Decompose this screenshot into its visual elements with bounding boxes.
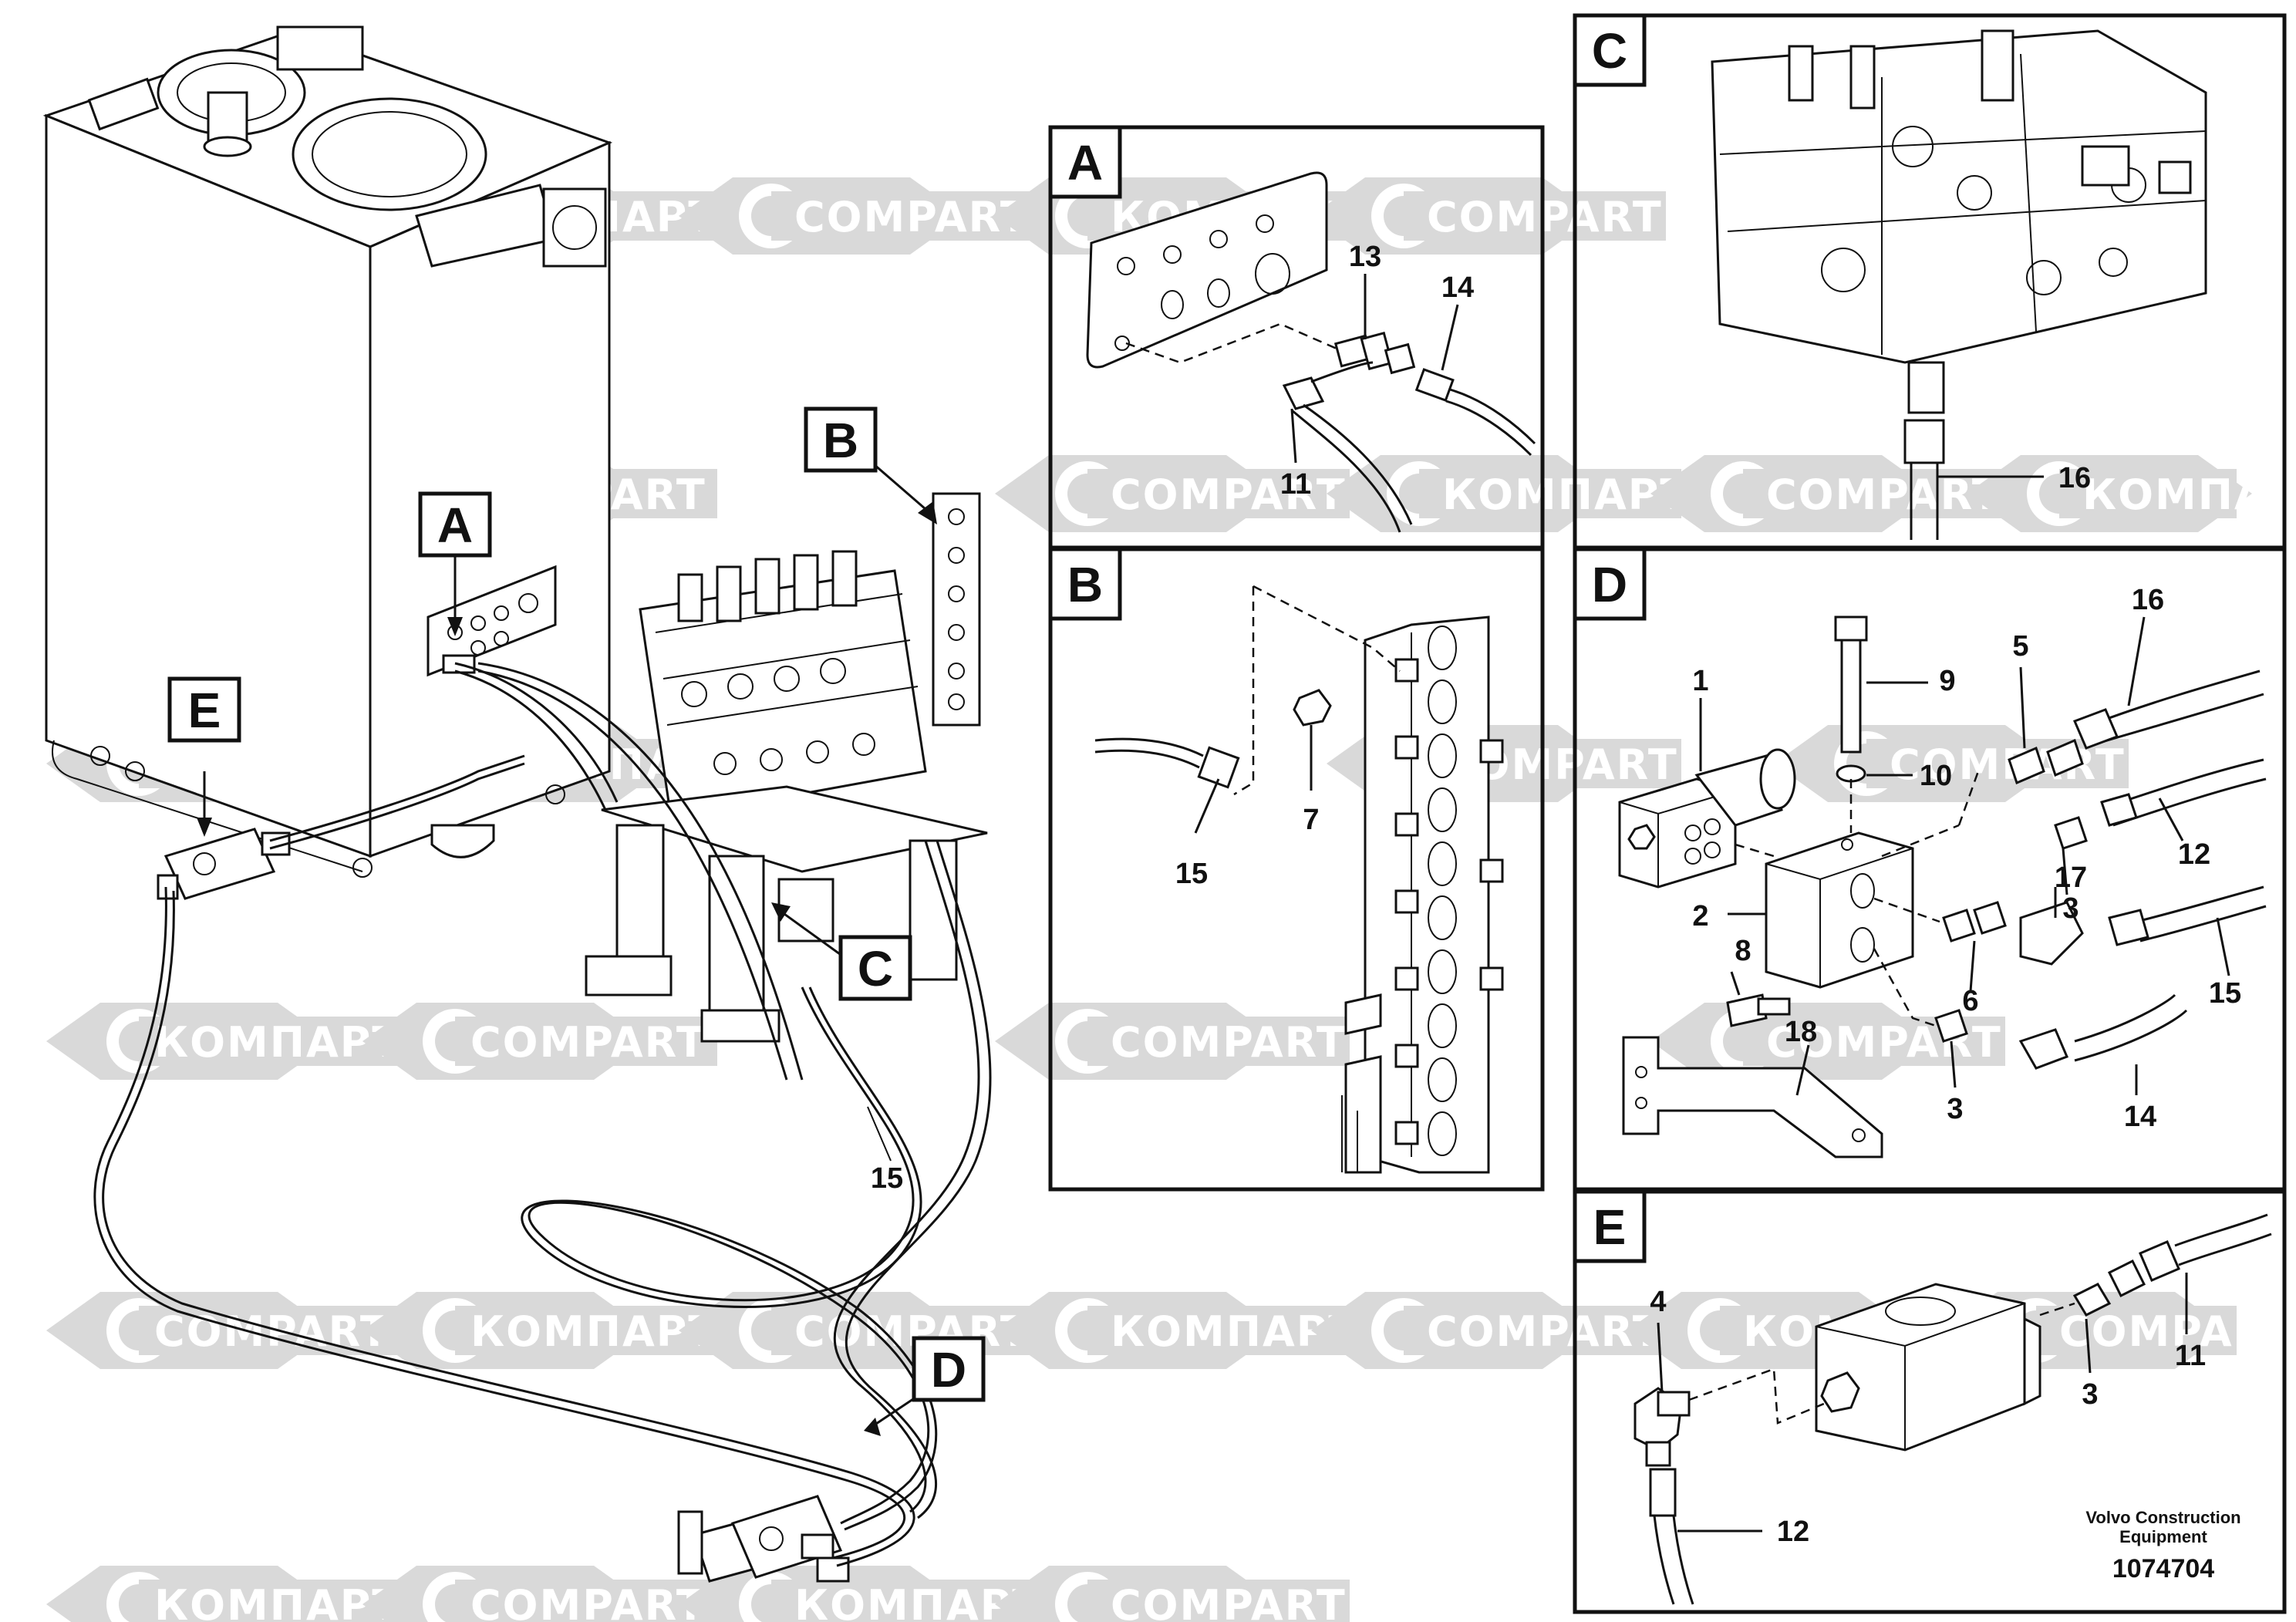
panel-e-callout-12: 12 <box>1777 1516 1809 1548</box>
panel-b-letter: B <box>1067 557 1103 612</box>
overview-tag-e-label: E <box>188 683 221 738</box>
watermark-text: COMPART <box>470 1581 706 1622</box>
watermark-text: COMPART <box>1890 740 2126 789</box>
panel-c-letter: C <box>1592 23 1627 79</box>
watermark-text: COMPART <box>1427 193 1663 241</box>
watermark-text: COMPART <box>794 193 1030 241</box>
panel-d-callout-14: 14 <box>2124 1101 2156 1133</box>
watermark-text: КОМПАРТ <box>154 1018 402 1067</box>
panel-c-callout-16: 16 <box>2058 462 2091 494</box>
panel-d-callout-17: 17 <box>2055 862 2087 894</box>
panel-a-callout-11: 11 <box>1280 468 1311 501</box>
detail-panel-d: D <box>1573 547 2287 1192</box>
watermark-text: COMPART <box>1111 1581 1347 1622</box>
panel-d-callout-3b: 3 <box>1947 1093 1963 1125</box>
panel-d-callout-5: 5 <box>2012 630 2028 663</box>
panel-e-callout-3: 3 <box>2082 1378 2098 1411</box>
watermark-text: COMPART <box>1766 470 2002 519</box>
panel-d-callout-12: 12 <box>2178 838 2210 871</box>
overview-callout-15: 15 <box>871 1162 903 1195</box>
hydraulic-tank <box>42 25 613 878</box>
overview-tag-b-label: B <box>823 413 858 468</box>
panel-d-callout-8: 8 <box>1735 935 1751 967</box>
detail-panel-a: A 13 14 11 <box>1048 125 1545 550</box>
footer-drawing-number: 1074704 <box>2112 1554 2214 1583</box>
panel-d-callout-2: 2 <box>1692 900 1708 932</box>
hose-routing <box>93 662 992 1567</box>
overview-tag-b[interactable]: B <box>804 406 878 473</box>
panel-b-callout-7: 7 <box>1303 804 1319 836</box>
watermark-text: COMPART <box>1111 470 1347 519</box>
panel-e-callout-4: 4 <box>1650 1286 1666 1318</box>
watermark-text: COMPART <box>2059 1307 2295 1356</box>
panel-b-callout-15: 15 <box>1175 858 1208 890</box>
watermark-text: COMPART <box>794 1307 1030 1356</box>
overview-tag-e[interactable]: E <box>167 676 241 743</box>
panel-d-callout-1: 1 <box>1692 665 1708 697</box>
overview-tag-d[interactable]: D <box>912 1336 986 1402</box>
panel-a-letter: A <box>1067 135 1103 191</box>
panel-d-callout-9: 9 <box>1939 665 1955 697</box>
panel-e-callout-11: 11 <box>2175 1340 2206 1372</box>
panel-d-callout-16: 16 <box>2132 584 2164 616</box>
panel-d-callout-6: 6 <box>1962 985 1978 1017</box>
watermark-text: КОМПАРТ <box>1442 470 1690 519</box>
panel-a-callout-14: 14 <box>1441 271 1474 304</box>
panel-d-callout-18: 18 <box>1785 1016 1817 1048</box>
detail-panel-e: E 4 3 11 12 Volvo Construction Equip <box>1573 1189 2287 1614</box>
panel-d-callout-10: 10 <box>1920 760 1952 792</box>
watermark-text: КОМПАРТ <box>470 1307 718 1356</box>
valve-assembly-d <box>677 1495 850 1583</box>
panel-d-callout-15: 15 <box>2209 977 2241 1010</box>
overview-tag-c-label: C <box>858 941 893 996</box>
main-control-valve <box>585 492 988 1043</box>
panel-a-callout-13: 13 <box>1349 241 1381 273</box>
overview-tag-d-label: D <box>931 1342 966 1398</box>
overview-tag-a-label: A <box>437 497 473 553</box>
selector-valve-e <box>157 828 291 900</box>
watermark-text: COMPART <box>470 1018 706 1067</box>
panel-e-letter: E <box>1593 1199 1627 1255</box>
panel-d-letter: D <box>1592 557 1627 612</box>
overview-drawing: A B C D E 15 <box>42 25 992 1583</box>
watermark-text: КОМПАРТ <box>154 1581 402 1622</box>
watermark-text: COMPART <box>1111 1018 1347 1067</box>
footer-company-line1: Volvo Construction <box>2085 1508 2240 1527</box>
overview-tag-a[interactable]: A <box>418 491 492 558</box>
manifold-ports <box>1394 626 1504 1156</box>
overview-tag-c[interactable]: C <box>838 935 912 1001</box>
panel-d-callout-3a: 3 <box>2062 892 2079 925</box>
watermark-text: COMPART <box>1427 1307 1663 1356</box>
watermark-text: КОМПАРТ <box>2082 470 2296 519</box>
footer-company-line2: Equipment <box>2119 1527 2207 1546</box>
detail-panel-b: B 7 15 <box>1048 547 1545 1192</box>
